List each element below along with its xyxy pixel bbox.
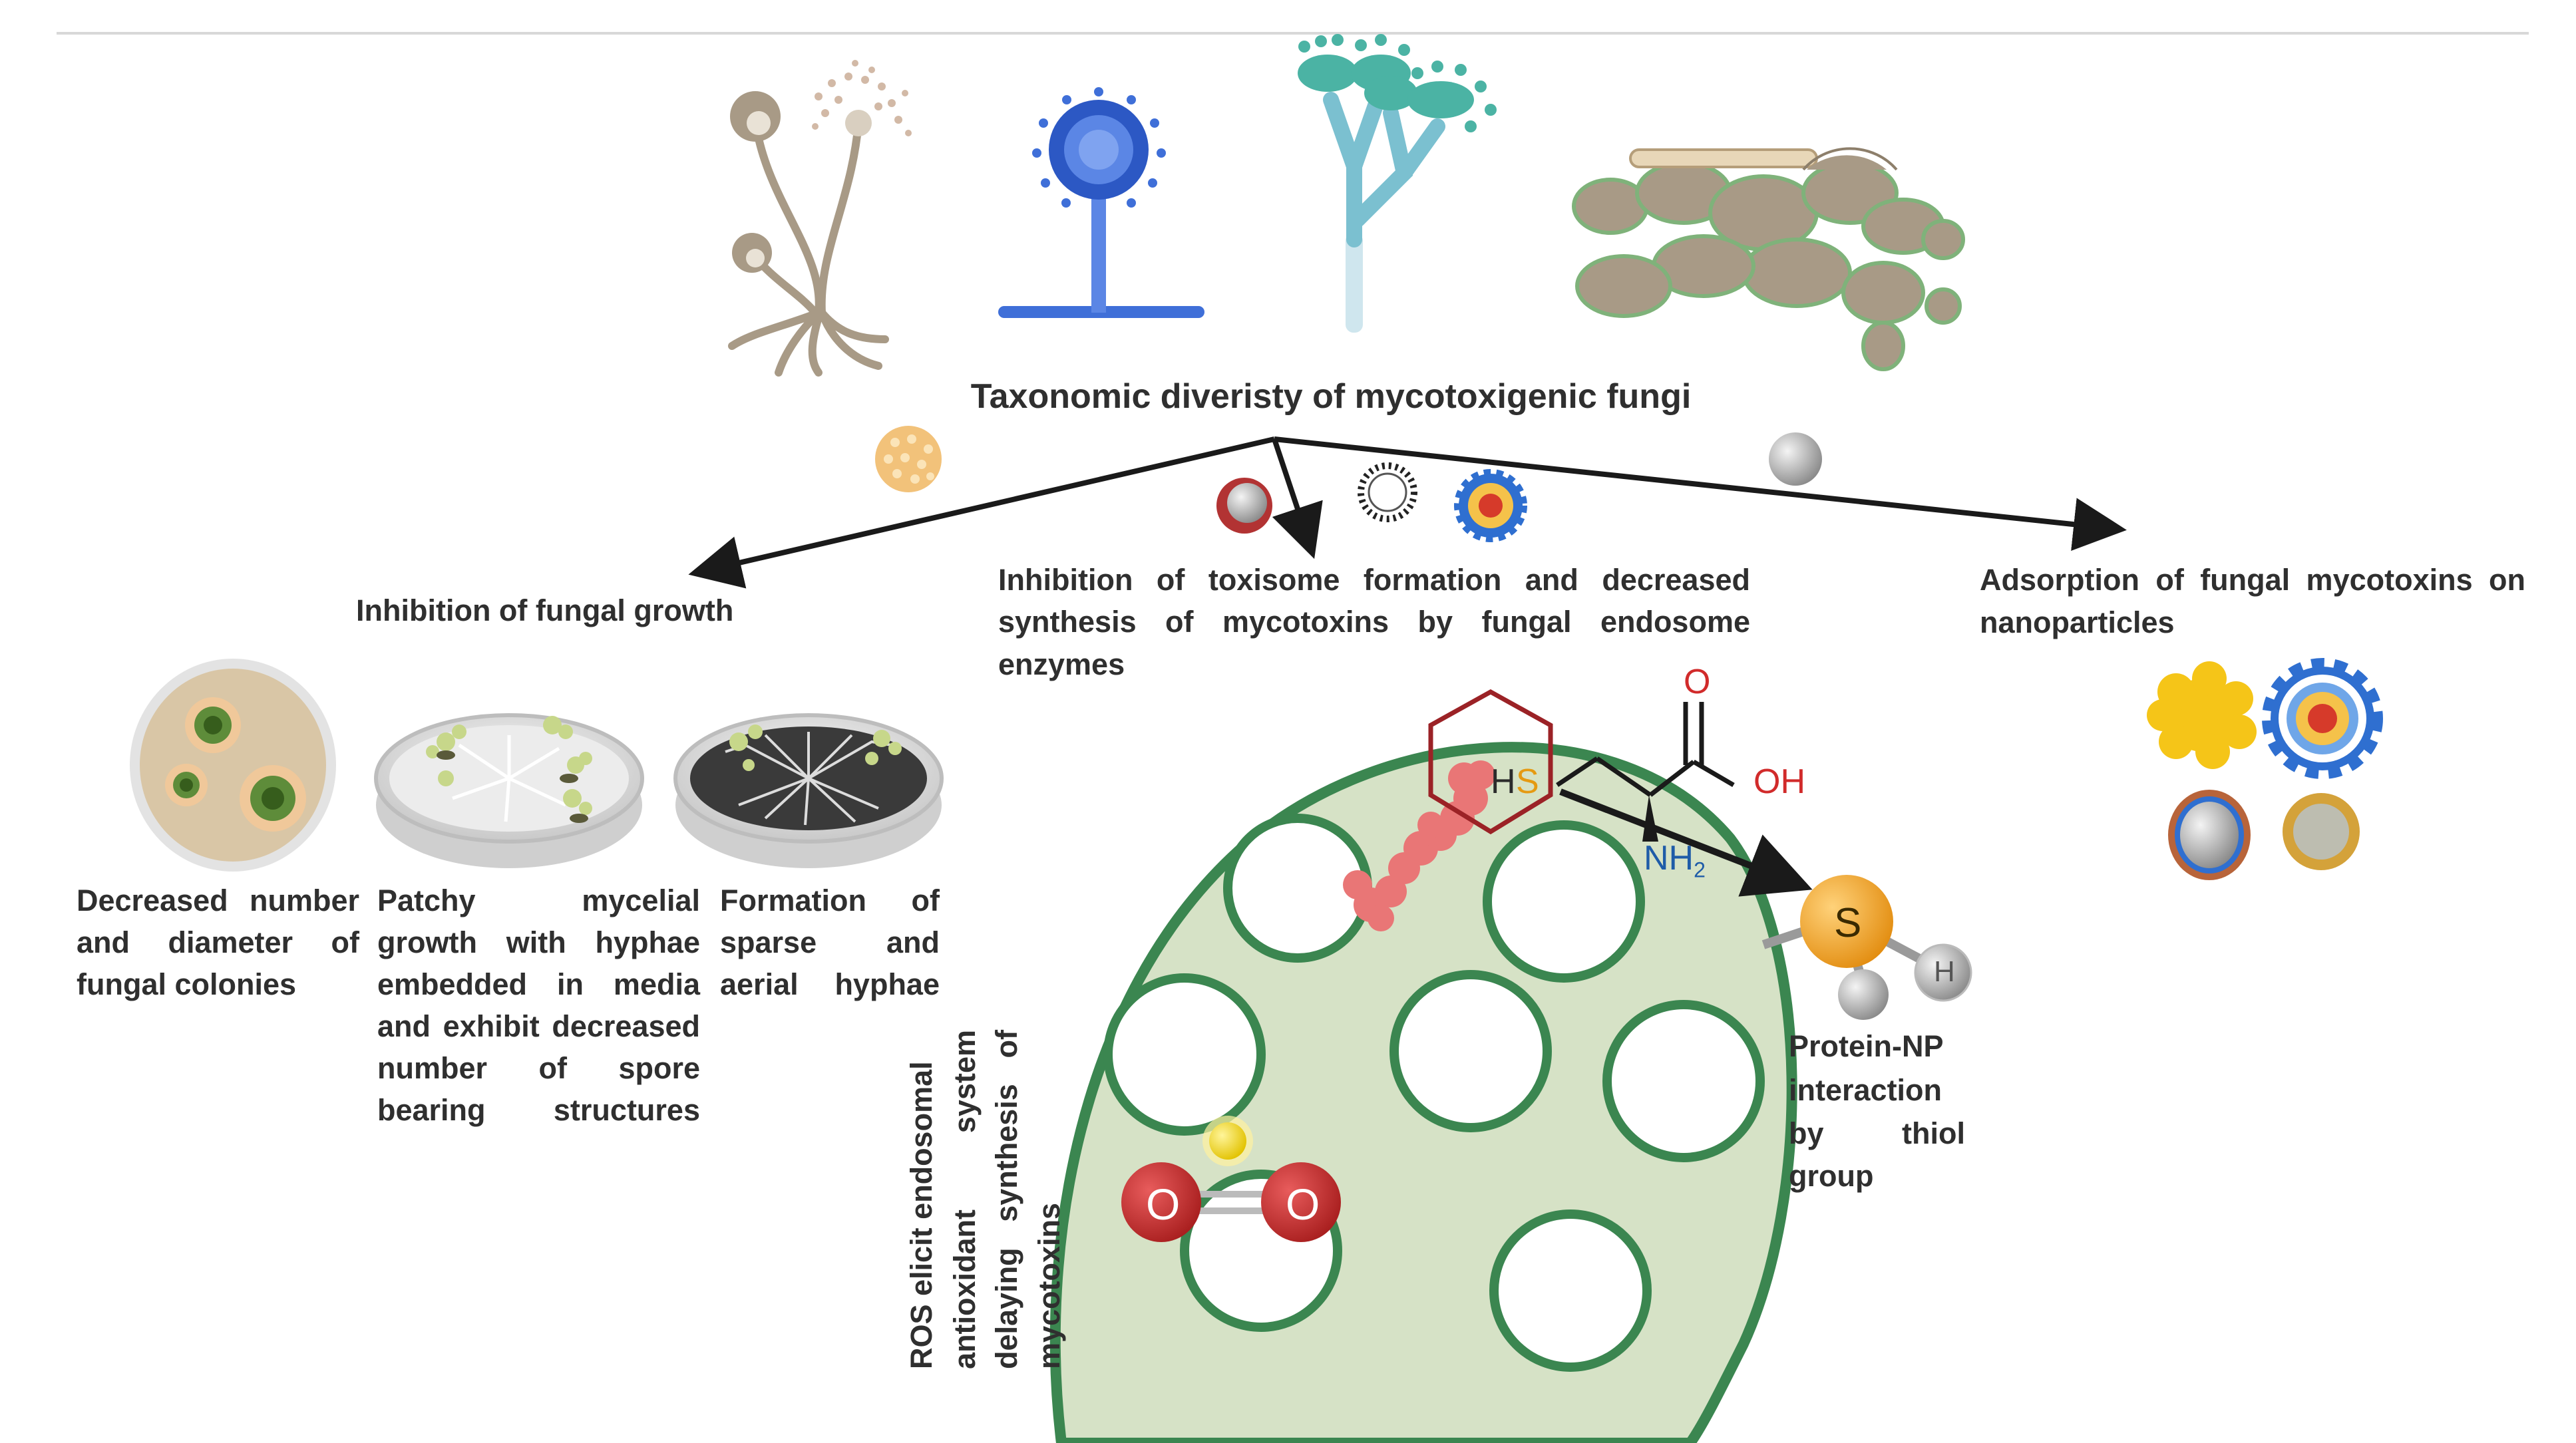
micelle-nanoparticle-icon [1358,462,1417,522]
arrow-to-growth [688,436,1275,589]
vesicle [1602,1000,1765,1162]
caption-line: mycotoxins [1032,1202,1066,1369]
caption-protein-np: Protein-NP interaction by thiol group [1789,1025,1965,1198]
mucor-fungus-icon [728,91,889,377]
label-thiol-hydrogen: H [1934,955,1955,988]
coreshell-nanoparticle-icon [1216,478,1272,534]
heading-line: enzymes [998,647,1125,681]
petri-dish-sparse-icon [673,713,944,868]
heading-inhibition-growth: Inhibition of fungal growth [356,593,734,627]
gear-nanoparticle-large-icon [2262,658,2383,779]
petri-dish-patchy-icon [374,713,644,868]
vesicle [1483,820,1645,983]
label-oxygen-right: O [1286,1180,1320,1229]
caption-ros: ROS elicit endosomal antioxidant system … [900,1030,1099,1369]
label-carbonyl-oxygen: O [1684,663,1711,701]
conidiophore-icon [1629,147,1898,210]
caption-sparse: Formation of sparse and aerial hyphae [720,880,940,1005]
label-thiol-sulfur: S [1834,900,1862,946]
fungal-cell [1049,742,1797,1443]
caption-line: and diameter of [77,925,359,959]
vesicle [1489,1209,1652,1372]
aspergillus-fungus-icon [998,87,1204,318]
caption-patchy: Patchy mycelial growth with hyphae embed… [377,880,700,1131]
silver-nanoparticle-icon [1769,432,1822,486]
caption-line: antioxidant system [948,1030,982,1369]
heading-inhibition-toxisome: Inhibition of toxisome formation and dec… [998,559,1750,687]
caption-line: interaction [1789,1073,1942,1107]
sulfur-atom [1800,875,1893,968]
label-hydroxyl: OH [1753,762,1805,801]
cysteine-bonds [1556,702,1735,797]
caption-line: by thiol [1789,1116,1965,1150]
branch-arrows [688,436,2127,589]
caption-line: number of spore [377,1051,700,1085]
label-hs-hydrogen: H [1491,762,1516,801]
enzyme-protein-icon [1343,760,1495,931]
caption-colonies: Decreased number and diameter of fungal … [77,880,359,1005]
alternaria-fungus-icon [1572,161,1965,371]
reactive-site-hexagon [1428,689,1553,835]
flower-nanoparticle-icon [2147,661,2257,769]
arrow-to-adsorption [1274,436,2127,551]
coreshell-nanoparticle-large-icon [2168,790,2251,880]
heading-line: nanoparticles [1980,605,2175,639]
caption-line: fungal colonies [77,967,297,1001]
caption-line: Formation of [720,883,940,917]
caption-line: aerial hyphae [720,967,940,1001]
label-amine: NH2 [1644,838,1706,882]
petri-dish-colonies-icon [130,659,336,872]
diagram-title: Taxonomic diveristy of mycotoxigenic fun… [970,377,1692,416]
caption-line: growth with hyphae [377,925,700,959]
caption-line: Patchy mycelial [377,883,700,917]
label-oxygen-left: O [1146,1180,1181,1229]
caption-line: embedded in media [377,967,700,1001]
gear-nanoparticle-icon [1454,469,1527,542]
heading-adsorption: Adsorption of fungal mycotoxins on nanop… [1980,559,2525,645]
heading-line: synthesis of mycotoxins by fungal endoso… [998,605,1750,639]
vesicle [1103,973,1266,1136]
label-hs-sulfur: S [1516,762,1539,801]
amine-subscript: 2 [1694,858,1706,882]
arrow-to-toxisome [1272,438,1323,560]
amine-text: NH [1644,839,1694,878]
vesicle [1389,970,1552,1132]
oxygen-atom-left [1121,1162,1201,1242]
heading-line: Adsorption of fungal mycotoxins on [1980,563,2525,597]
arrow-to-thiol [1559,788,1813,897]
caption-line: Decreased number [77,883,359,917]
thiol-molecule-icon [1761,875,1972,1020]
porous-nanoparticle-icon [875,426,942,492]
caption-line: bearing structures [377,1093,700,1127]
hydrogen-atom [1914,943,1972,1002]
caption-line: and exhibit decreased [377,1009,700,1043]
carbon-atom [1838,969,1889,1020]
caption-line: Protein-NP [1789,1029,1944,1063]
shell-nanoparticle-large-icon [2283,793,2360,870]
oxygen-atom-right [1261,1162,1341,1242]
heading-line: Inhibition of toxisome formation and dec… [998,563,1750,597]
caption-line: delaying synthesis of [990,1030,1023,1369]
spore-cloud-icon [812,60,912,136]
caption-line: group [1789,1159,1874,1193]
oxygen-molecule-icon [1121,1116,1341,1242]
penicillium-fungus-icon [1298,34,1497,333]
caption-ros-rotated: ROS elicit endosomal antioxidant system … [900,1030,1099,1369]
caption-line: ROS elicit endosomal [904,1061,938,1369]
caption-line: sparse and [720,925,940,959]
